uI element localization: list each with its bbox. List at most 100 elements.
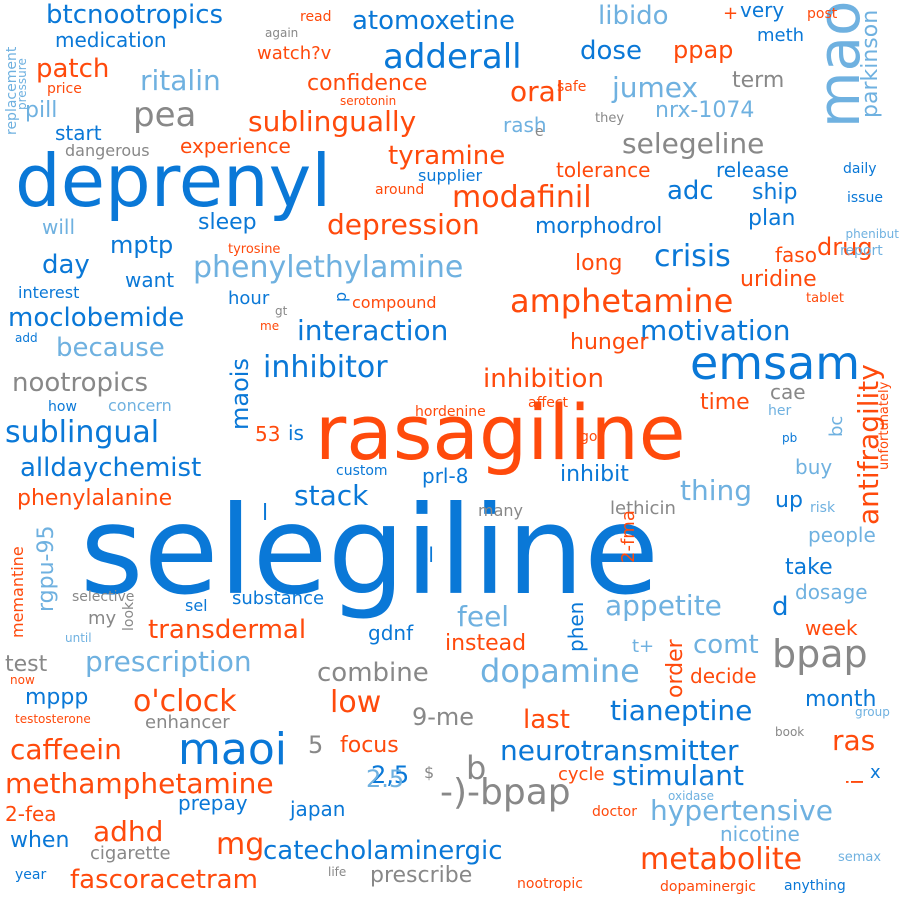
cloud-word: month	[805, 687, 877, 712]
cloud-word: buy	[795, 455, 833, 479]
cloud-word: e	[535, 124, 544, 140]
cloud-word: many	[478, 501, 523, 520]
cloud-word: meth	[757, 25, 805, 46]
cloud-word: thing	[680, 474, 753, 507]
cloud-word: atomoxetine	[352, 6, 515, 36]
cloud-word: how	[48, 399, 77, 415]
cloud-word: testosterone	[15, 712, 91, 726]
cloud-word: tolerance	[556, 158, 651, 182]
cloud-word: doctor	[592, 804, 637, 820]
cloud-word: lethicin	[610, 498, 676, 519]
cloud-word: prl-8	[422, 464, 469, 488]
cloud-word: prescription	[85, 645, 252, 678]
cloud-word: plan	[748, 206, 796, 231]
cloud-word: again	[265, 26, 299, 40]
cloud-word: people	[808, 523, 876, 547]
cloud-word: rasagiline	[315, 388, 686, 477]
cloud-word: drug	[817, 233, 873, 261]
cloud-word: stimulant	[612, 759, 745, 792]
cloud-word: gdnf	[368, 621, 414, 645]
cloud-word: add	[15, 331, 38, 345]
cloud-word: low	[330, 685, 382, 720]
cloud-word: affect	[528, 395, 569, 411]
cloud-word: parkinson	[858, 9, 883, 118]
cloud-word: rash	[503, 113, 547, 137]
cloud-word: moclobemide	[8, 303, 185, 333]
cloud-word: interest	[18, 283, 80, 302]
cloud-word: combine	[317, 658, 429, 688]
cloud-word: dosage	[795, 580, 868, 604]
cloud-word: appetite	[605, 589, 722, 622]
cloud-word: mptp	[110, 231, 174, 259]
cloud-word: interaction	[297, 314, 449, 347]
cloud-word: methamphetamine	[5, 767, 274, 800]
cloud-word: -)-bpap	[440, 772, 571, 813]
cloud-word: selective	[72, 589, 135, 605]
cloud-word: day	[42, 250, 90, 280]
cloud-word: sl	[418, 543, 434, 567]
cloud-word: patch	[36, 54, 110, 84]
cloud-word: sublingually	[248, 105, 417, 138]
cloud-word: feel	[457, 600, 510, 633]
cloud-word: my	[88, 608, 117, 629]
cloud-word: daily	[843, 161, 877, 177]
cloud-word: b	[466, 749, 487, 787]
cloud-word: until	[65, 631, 92, 645]
cloud-word: 53	[255, 422, 281, 446]
cloud-word: mppp	[25, 685, 89, 710]
cloud-word: last	[523, 705, 570, 735]
cloud-word: memantine	[8, 546, 27, 638]
cloud-word: start	[55, 121, 102, 145]
cloud-word: phenibut	[845, 227, 899, 241]
cloud-word: cycle	[558, 764, 605, 785]
cloud-word: faso	[775, 243, 817, 267]
cloud-word: $	[424, 763, 435, 782]
cloud-word: pressure	[15, 58, 29, 110]
cloud-word: read	[300, 9, 332, 25]
cloud-word: transdermal	[148, 615, 307, 645]
cloud-word: around	[375, 182, 425, 198]
cloud-word: go	[580, 429, 598, 445]
cloud-word: hour	[228, 288, 270, 309]
cloud-word: decide	[690, 664, 757, 688]
cloud-word: life	[328, 865, 347, 879]
cloud-word: hunger	[570, 330, 649, 355]
cloud-word: anything	[784, 878, 846, 894]
cloud-word: maois	[226, 358, 254, 430]
cloud-word: inhibitor	[263, 350, 388, 385]
cloud-word: jumex	[612, 71, 699, 104]
cloud-word: serotonin	[340, 94, 397, 108]
cloud-word: p	[331, 291, 350, 302]
cloud-word: compound	[352, 293, 437, 312]
cloud-word: ship	[752, 180, 798, 205]
cloud-word: mg	[216, 827, 265, 862]
cloud-word: take	[785, 555, 833, 580]
cloud-word: year	[15, 867, 47, 883]
cloud-word: focus	[340, 733, 399, 758]
cloud-word: term	[732, 68, 785, 93]
cloud-word: catecholaminergic	[263, 836, 503, 866]
cloud-word: cigarette	[90, 843, 171, 864]
cloud-word: morphodrol	[535, 214, 663, 239]
cloud-word: inhibition	[483, 364, 604, 394]
cloud-word: ras	[832, 724, 876, 757]
cloud-word: d	[772, 592, 789, 622]
cloud-word: 2-fma	[618, 510, 639, 563]
cloud-word: unfortunately	[877, 381, 892, 470]
cloud-word: dopaminergic	[660, 879, 756, 895]
cloud-word: 2-fea	[5, 802, 57, 826]
cloud-word: nootropics	[12, 368, 149, 398]
cloud-word: book	[775, 725, 805, 739]
cloud-word: dopamine	[480, 652, 640, 690]
cloud-word: phenylalanine	[17, 486, 173, 511]
cloud-word: now	[10, 673, 35, 687]
cloud-word: semax	[838, 850, 882, 865]
cloud-word: medication	[55, 28, 167, 52]
cloud-word: +	[723, 3, 739, 24]
cloud-word: hordenine	[415, 404, 486, 420]
cloud-word: post	[807, 6, 838, 22]
cloud-word: time	[700, 390, 750, 415]
cloud-word: btcnootropics	[46, 0, 224, 30]
cloud-word: l	[262, 501, 269, 526]
cloud-word: want	[125, 268, 175, 292]
